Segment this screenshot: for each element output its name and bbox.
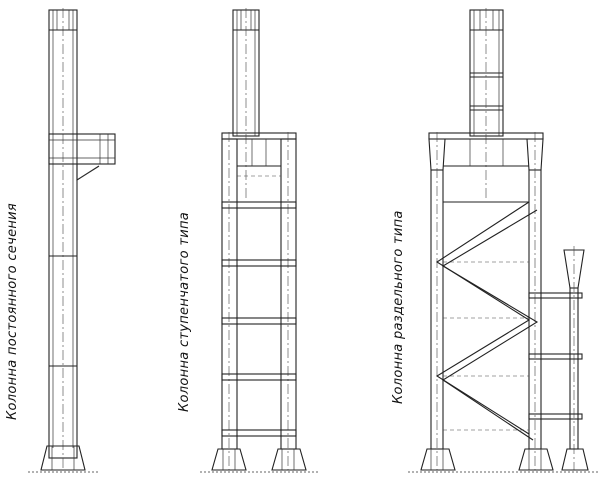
caption-separate-type: Колонна раздельного типа — [391, 210, 406, 404]
crane-column-ties — [528, 292, 583, 420]
constant-section-column — [28, 8, 116, 473]
stepped-type-column — [200, 8, 318, 473]
separate-type-column — [408, 8, 598, 473]
caption-stepped-type: Колонна ступенчатого типа — [177, 212, 192, 412]
caption-constant-section: Колонна постоянного сечения — [5, 203, 20, 420]
lacing-braces — [435, 201, 539, 441]
stepped-battens — [221, 201, 297, 437]
